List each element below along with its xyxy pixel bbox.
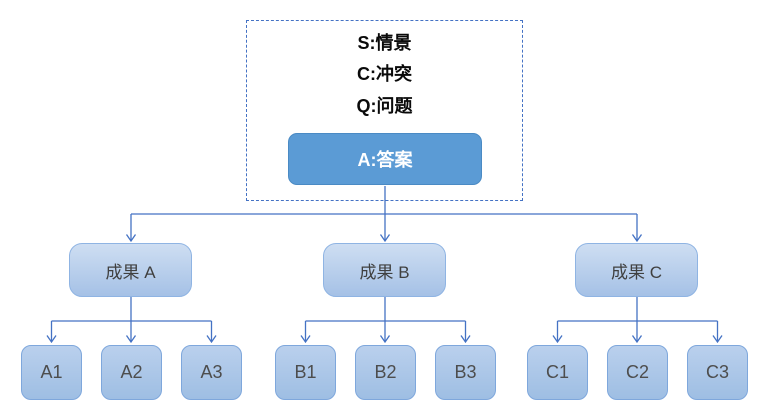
leaf-box-b1: B1 <box>275 345 336 400</box>
leaf-box-a3: A3 <box>181 345 242 400</box>
leaf-box-c2: C2 <box>607 345 668 400</box>
result-box-a: 成果 A <box>69 243 192 297</box>
result-box-b: 成果 B <box>323 243 446 297</box>
scqa-question-label: Q:问题 <box>356 96 413 116</box>
scqa-complication-label: C:冲突 <box>357 64 412 84</box>
scqa-frame <box>246 20 523 201</box>
result-box-c: 成果 C <box>575 243 698 297</box>
arrowheads <box>46 234 723 344</box>
leaf-box-a1: A1 <box>21 345 82 400</box>
leaf-box-a2: A2 <box>101 345 162 400</box>
leaf-box-c3: C3 <box>687 345 748 400</box>
leaf-box-c1: C1 <box>527 345 588 400</box>
scqa-situation-label: S:情景 <box>357 33 412 53</box>
connector-level2-b <box>304 297 467 342</box>
leaf-box-b2: B2 <box>355 345 416 400</box>
connector-level1 <box>130 186 638 241</box>
connector-level2-c <box>556 297 719 342</box>
answer-box: A:答案 <box>288 133 482 185</box>
leaf-box-b3: B3 <box>435 345 496 400</box>
connector-level2-a <box>50 297 213 342</box>
